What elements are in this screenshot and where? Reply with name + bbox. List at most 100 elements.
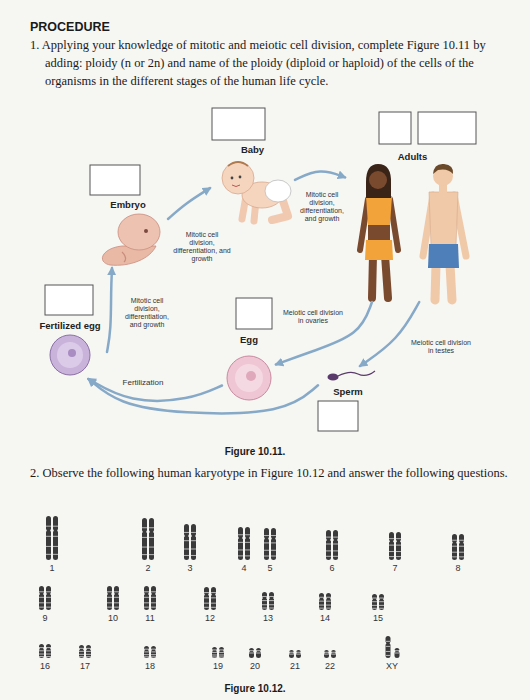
answer-box — [90, 165, 140, 195]
answer-box — [45, 285, 93, 315]
chromosome — [371, 594, 379, 610]
stage-label: Embryo — [110, 199, 145, 210]
figure-label: Figure 10.11. — [190, 446, 320, 457]
life-stage: Adults — [345, 150, 480, 302]
chromosome — [323, 650, 331, 658]
life-stage: Egg — [222, 333, 276, 403]
chromosome-number: 22 — [318, 661, 342, 671]
chromosome — [150, 586, 158, 610]
chromosome — [395, 532, 403, 560]
stage-label: Baby — [241, 144, 264, 155]
chromosome-number: 5 — [260, 563, 280, 573]
chromosome — [388, 532, 396, 560]
chromosome — [45, 516, 53, 560]
answer-box — [418, 112, 476, 144]
chromosome-number: 21 — [283, 661, 307, 671]
stage-label: Egg — [240, 334, 258, 345]
figure-label: Figure 10.12. — [190, 683, 320, 694]
chromosome — [458, 534, 466, 560]
chromosome — [332, 530, 340, 560]
chromosome — [393, 648, 401, 658]
chromosome-number: 12 — [200, 613, 220, 623]
chromosome-number: XY — [380, 661, 404, 671]
answer-box — [318, 401, 358, 431]
chromosome-number: 19 — [206, 661, 230, 671]
chromosome — [330, 650, 338, 658]
chromosome-number: 17 — [73, 661, 97, 671]
chromosome — [183, 524, 191, 560]
chromosome-number: 10 — [103, 613, 123, 623]
chromosome-number: 18 — [138, 661, 162, 671]
chromosome-number: 7 — [385, 563, 405, 573]
chromosome-number: 1 — [42, 563, 62, 573]
adults-illustration — [360, 164, 466, 300]
life-stage: Baby — [210, 143, 295, 225]
chromosome — [451, 534, 459, 560]
chromosome — [325, 530, 333, 560]
arrow-label: Mitotic cell division, differentiation, … — [172, 230, 232, 264]
chromosome-number: 8 — [448, 563, 468, 573]
chromosome — [263, 528, 271, 560]
answer-box — [236, 298, 272, 329]
chromosome-number: 11 — [140, 613, 160, 623]
chromosome-number: 14 — [315, 613, 335, 623]
chromosome — [378, 594, 386, 610]
chromosome — [85, 645, 93, 658]
chromosome — [45, 586, 53, 610]
instruction-text: 1. Applying your knowledge of mitotic an… — [30, 37, 523, 90]
chromosome — [218, 647, 226, 658]
chromosome — [190, 524, 198, 560]
chromosome — [106, 586, 114, 610]
chromosome-number: 16 — [33, 661, 57, 671]
chromosome — [244, 527, 252, 560]
chromosome — [148, 518, 156, 560]
chromosome-number: 3 — [180, 563, 200, 573]
stage-label: Fertilized egg — [39, 320, 100, 331]
chromosome-number: 20 — [243, 661, 267, 671]
chromosome — [295, 650, 303, 658]
chromosome — [237, 527, 245, 560]
chromosome-number: 4 — [234, 563, 254, 573]
life-cycle-arrow — [276, 302, 372, 365]
chromosome — [203, 587, 211, 610]
chromosome — [52, 516, 60, 560]
embryo-illustration — [102, 214, 160, 265]
arrow-label: Mitotic cell division, differentiation, … — [297, 190, 347, 224]
chromosome — [288, 650, 296, 658]
chromosome — [325, 593, 333, 610]
sperm-illustration — [328, 371, 376, 381]
section-heading: PROCEDURE — [30, 20, 110, 34]
arrow-label: Meiotic cell division in testes — [407, 338, 475, 356]
arrow-label: Fertilization — [112, 377, 174, 388]
arrow-label: Mitotic cell division, differentiation, … — [118, 296, 176, 330]
chromosome — [268, 592, 276, 610]
stage-label: Sperm — [333, 386, 363, 397]
instruction-text: 2. Observe the following human karyotype… — [30, 465, 523, 483]
chromosome-number: 15 — [368, 613, 388, 623]
chromosome — [384, 636, 392, 658]
baby-illustration — [222, 162, 291, 221]
answer-box — [379, 112, 411, 144]
chromosome — [78, 645, 86, 658]
chromosome-number: 13 — [258, 613, 278, 623]
chromosome — [318, 593, 326, 610]
life-stage: Fertilized egg — [33, 319, 107, 379]
life-cycle-arrow — [168, 188, 210, 219]
zygote-illustration — [50, 335, 90, 375]
chromosome — [210, 587, 218, 610]
karyotype — [38, 516, 466, 658]
chromosome — [143, 646, 151, 658]
chromosome-number: 2 — [138, 563, 158, 573]
life-cycle-arrow — [360, 302, 419, 366]
arrow-label: Meiotic cell division in ovaries — [280, 308, 346, 326]
life-stage: Embryo — [88, 198, 168, 268]
life-cycle-arrow — [295, 172, 345, 180]
answer-boxes — [45, 108, 476, 431]
chromosome — [261, 592, 269, 610]
chromosome — [248, 648, 256, 658]
chromosome-number: 9 — [35, 613, 55, 623]
chromosome — [143, 586, 151, 610]
chromosome — [150, 646, 158, 658]
chromosome-number: 6 — [322, 563, 342, 573]
